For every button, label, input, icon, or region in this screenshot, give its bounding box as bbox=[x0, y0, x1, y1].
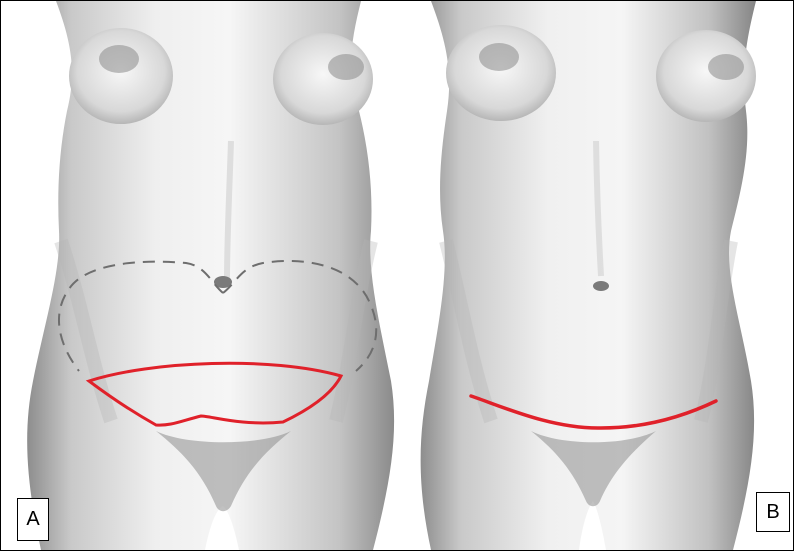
torso-illustration-b bbox=[401, 1, 793, 550]
panel-a bbox=[1, 1, 401, 550]
right-breast bbox=[273, 33, 373, 125]
right-breast bbox=[656, 30, 756, 122]
panel-label-a: A bbox=[17, 498, 49, 541]
torso-illustration-a bbox=[1, 1, 401, 550]
left-breast bbox=[446, 25, 556, 121]
panel-label-b: B bbox=[756, 492, 790, 532]
panel-b bbox=[401, 1, 793, 550]
left-breast bbox=[69, 28, 173, 124]
navel bbox=[593, 281, 609, 291]
